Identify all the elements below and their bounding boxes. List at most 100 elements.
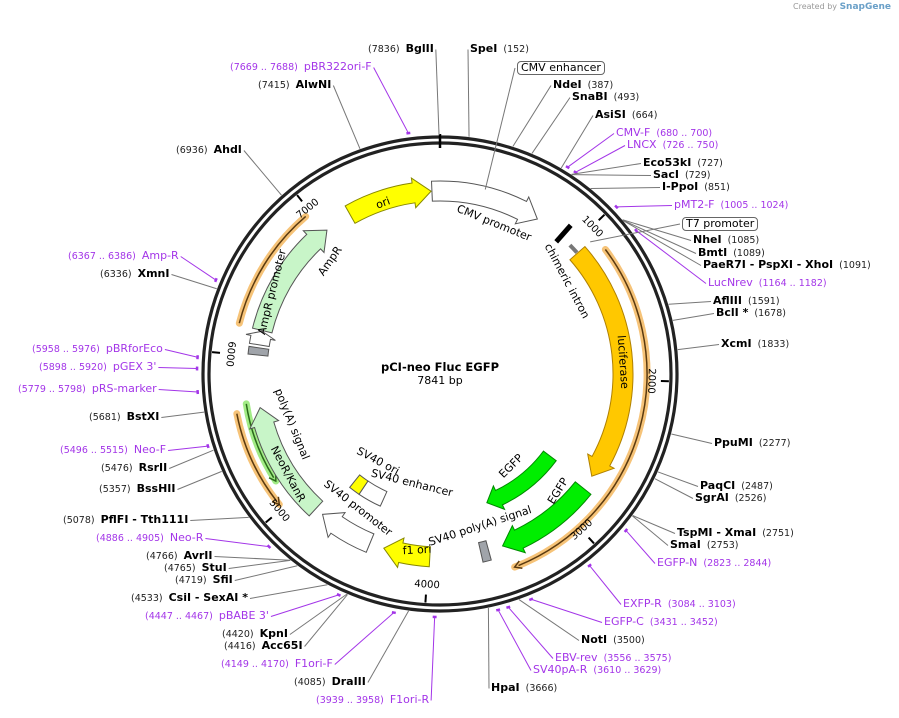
primer-label[interactable]: (5779 .. 5798)pRS-marker <box>18 383 157 396</box>
enzyme-leader-line <box>367 610 410 683</box>
enzyme-site-label[interactable]: (4533)CsiI - SexAI * <box>131 592 248 605</box>
enzyme-site-label[interactable]: (5476)RsrII <box>101 462 167 475</box>
enzyme-site-label[interactable]: NdeI(387) <box>553 79 619 92</box>
primer-leader-line <box>334 612 395 665</box>
enzyme-site-label[interactable]: PaqCI(2487) <box>700 480 779 493</box>
primer-label[interactable]: LNCX(726 .. 750) <box>627 139 724 152</box>
chimeric-intron-marker <box>554 223 573 244</box>
enzyme-site-label[interactable]: NheI(1085) <box>693 234 765 247</box>
enzyme-site-label[interactable]: (5078)PflFI - Tth111I <box>63 514 188 527</box>
enzyme-site-label[interactable]: (4766)AvrII <box>146 550 213 563</box>
ruler-tick-label: 4000 <box>413 578 440 591</box>
enzyme-site-label[interactable]: (4416)Acc65I <box>224 640 303 653</box>
enzyme-leader-line <box>435 49 440 136</box>
enzyme-site-label[interactable]: Eco53kI(727) <box>643 157 729 170</box>
primer-binding-mark <box>391 610 396 615</box>
label-name: I-PpoI <box>662 180 699 193</box>
primer-label[interactable]: (5898 .. 5920)pGEX 3' <box>39 361 156 374</box>
plasmid-length: 7841 bp <box>417 374 463 387</box>
feature-ori <box>344 177 432 225</box>
enzyme-site-label[interactable]: SgrAI(2526) <box>695 492 772 505</box>
feature-cmv-promoter <box>430 180 539 225</box>
enzyme-site-label[interactable]: BmtI(1089) <box>698 247 771 260</box>
primer-label[interactable]: EBV-rev(3556 .. 3575) <box>555 652 677 665</box>
enzyme-site-label[interactable]: (5681)BstXI <box>89 411 159 424</box>
primer-label[interactable]: LucNrev(1164 .. 1182) <box>708 277 833 290</box>
enzyme-leader-line <box>531 97 571 154</box>
label-name: Neo-R <box>169 531 204 544</box>
enzyme-site-label[interactable]: PpuMI(2277) <box>714 437 796 450</box>
label-name: PflFI - Tth111I <box>100 513 189 526</box>
enzyme-site-label[interactable]: AflIII(1591) <box>713 295 786 308</box>
primer-label[interactable]: EGFP-C(3431 .. 3452) <box>604 616 724 629</box>
enzyme-site-label[interactable]: AsiSI(664) <box>595 109 663 122</box>
enzyme-site-label[interactable]: XcmI(1833) <box>721 338 795 351</box>
plasmid-name: pCI-neo Fluc EGFP <box>381 360 499 374</box>
boxed-label[interactable]: T7 promoter <box>682 217 759 231</box>
enzyme-site-label[interactable]: (4420)KpnI <box>222 628 288 641</box>
label-name: pMT2-F <box>674 198 715 211</box>
enzyme-site-label[interactable]: I-PpoI(851) <box>662 181 736 194</box>
enzyme-site-label[interactable]: PaeR7I - PspXI - XhoI(1091) <box>703 259 877 272</box>
enzyme-leader-line <box>632 515 669 546</box>
enzyme-site-label[interactable]: SpeI(152) <box>470 43 535 56</box>
primer-label[interactable]: (5958 .. 5976)pBRforEco <box>32 343 163 356</box>
label-coordinate: (4416) <box>224 641 256 652</box>
enzyme-site-label[interactable]: (4719)SfiI <box>175 574 233 587</box>
label-coordinate: (664) <box>631 110 658 121</box>
primer-label[interactable]: SV40pA-R(3610 .. 3629) <box>533 664 667 677</box>
primer-label[interactable]: CMV-F(680 .. 700) <box>616 127 718 140</box>
enzyme-site-label[interactable]: SmaI(2753) <box>670 539 745 552</box>
enzyme-site-label[interactable]: (5357)BssHII <box>99 483 175 496</box>
primer-binding-mark <box>614 204 619 210</box>
feature-ampr <box>251 229 328 334</box>
enzyme-site-label[interactable]: TspMI - XmaI(2751) <box>677 527 800 540</box>
label-coordinate: (1091) <box>839 260 871 271</box>
primer-label[interactable]: (7669 .. 7688)pBR322ori-F <box>230 61 372 74</box>
feature-label-f1-ori[interactable]: f1 ori <box>402 542 432 558</box>
ruler-tick-label: 2000 <box>644 367 657 394</box>
enzyme-site-label[interactable]: HpaI(3666) <box>491 682 563 695</box>
label-coordinate: (4765) <box>164 563 196 574</box>
primer-leader-line <box>270 594 339 617</box>
primer-binding-mark <box>565 165 570 170</box>
boxed-label[interactable]: CMV enhancer <box>517 61 605 75</box>
enzyme-leader-line <box>571 163 642 175</box>
feature-egfp <box>501 481 592 554</box>
enzyme-leader-line <box>190 516 249 521</box>
primer-label[interactable]: (3939 .. 3958)F1ori-R <box>316 694 429 707</box>
primer-label[interactable]: EXFP-R(3084 .. 3103) <box>623 598 742 611</box>
label-coordinate: (3431 .. 3452) <box>649 617 718 628</box>
primer-label[interactable]: pMT2-F(1005 .. 1024) <box>674 199 794 212</box>
primer-label[interactable]: (5496 .. 5515)Neo-F <box>60 444 166 457</box>
enzyme-site-label[interactable]: (4085)DraIII <box>294 676 366 689</box>
enzyme-site-label[interactable]: (6936)AhdI <box>176 144 242 157</box>
enzyme-site-label[interactable]: NotI(3500) <box>581 634 651 647</box>
enzyme-site-label[interactable]: BclI *(1678) <box>716 307 792 320</box>
primer-label[interactable]: (4886 .. 4905)Neo-R <box>96 532 203 545</box>
enzyme-site-label[interactable]: (6336)XmnI <box>100 268 169 281</box>
label-coordinate: (2526) <box>734 493 767 504</box>
highlight-arc-line <box>518 249 648 567</box>
primer-label[interactable]: (4447 .. 4467)pBABE 3' <box>145 610 269 623</box>
label-name: SfiI <box>212 573 233 586</box>
primer-label[interactable]: EGFP-N(2823 .. 2844) <box>657 557 777 570</box>
label-name: HpaI <box>491 681 520 694</box>
label-coordinate: (4533) <box>131 593 163 604</box>
label-name: SnaBI <box>572 90 608 103</box>
primer-label[interactable]: (4149 .. 4170)F1ori-F <box>221 658 333 671</box>
label-name: EBV-rev <box>555 651 598 664</box>
enzyme-site-label[interactable]: (4765)StuI <box>164 562 227 575</box>
label-name: CMV-F <box>616 126 651 139</box>
label-name: AlwNI <box>295 78 332 91</box>
enzyme-site-label[interactable]: SacI(729) <box>653 169 717 182</box>
enzyme-site-label[interactable]: (7415)AlwNI <box>258 79 331 92</box>
label-coordinate: (5779 .. 5798) <box>18 384 86 395</box>
primer-leader-line <box>180 256 217 281</box>
enzyme-site-label[interactable]: (7836)BglII <box>368 43 434 56</box>
label-name: F1ori-F <box>294 657 333 670</box>
primer-label[interactable]: (6367 .. 6386)Amp-R <box>68 250 179 263</box>
label-coordinate: (6367 .. 6386) <box>68 251 136 262</box>
enzyme-site-label[interactable]: SnaBI(493) <box>572 91 645 104</box>
label-coordinate: (7669 .. 7688) <box>230 62 298 73</box>
